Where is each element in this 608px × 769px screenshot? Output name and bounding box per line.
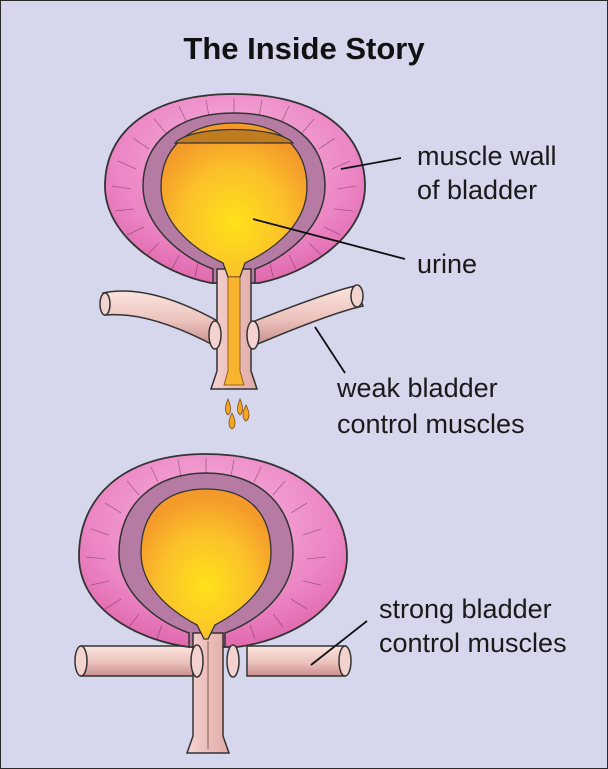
droplet-1 xyxy=(226,399,231,415)
weak-muscle-right xyxy=(247,286,363,346)
bladder-weak xyxy=(100,94,365,429)
weak-ring-left xyxy=(209,321,221,349)
label-muscle-wall-1: muscle wall xyxy=(417,141,557,171)
label-weak-2: control muscles xyxy=(337,409,525,439)
leader-weak xyxy=(315,327,345,373)
weak-muscle-left xyxy=(103,291,223,346)
label-muscle-wall-2: of bladder xyxy=(417,175,537,205)
bladder-strong xyxy=(75,454,351,753)
label-weak-1: weak bladder xyxy=(336,373,498,403)
strong-ring-right xyxy=(227,645,239,677)
droplet-3 xyxy=(229,413,235,429)
label-strong-1: strong bladder xyxy=(379,594,552,624)
weak-ring-right xyxy=(247,321,259,349)
label-strong-2: control muscles xyxy=(379,628,567,658)
label-urine: urine xyxy=(417,249,477,279)
droplet-4 xyxy=(243,405,249,421)
droplet-2 xyxy=(238,399,243,415)
strong-ring-left xyxy=(191,645,203,677)
